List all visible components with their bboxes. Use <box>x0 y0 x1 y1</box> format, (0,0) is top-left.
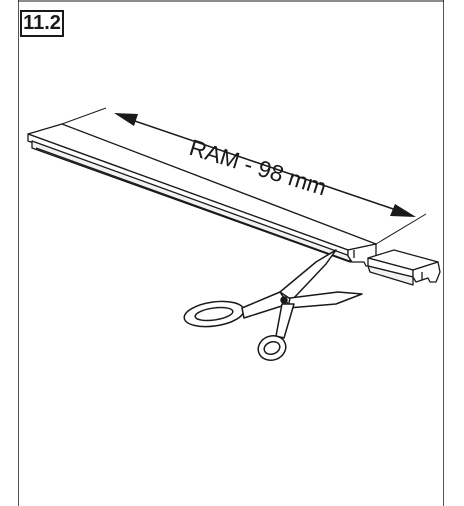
panel-border <box>18 0 444 506</box>
offcut-icon <box>367 249 441 286</box>
step-number-label: 11.2 <box>20 10 64 37</box>
illustration <box>18 0 444 506</box>
scissors-icon <box>183 249 363 362</box>
instruction-panel: 11.2 RAM - 98 mm <box>18 0 444 506</box>
dimension-arrow <box>61 107 427 245</box>
board-icon <box>27 123 377 267</box>
